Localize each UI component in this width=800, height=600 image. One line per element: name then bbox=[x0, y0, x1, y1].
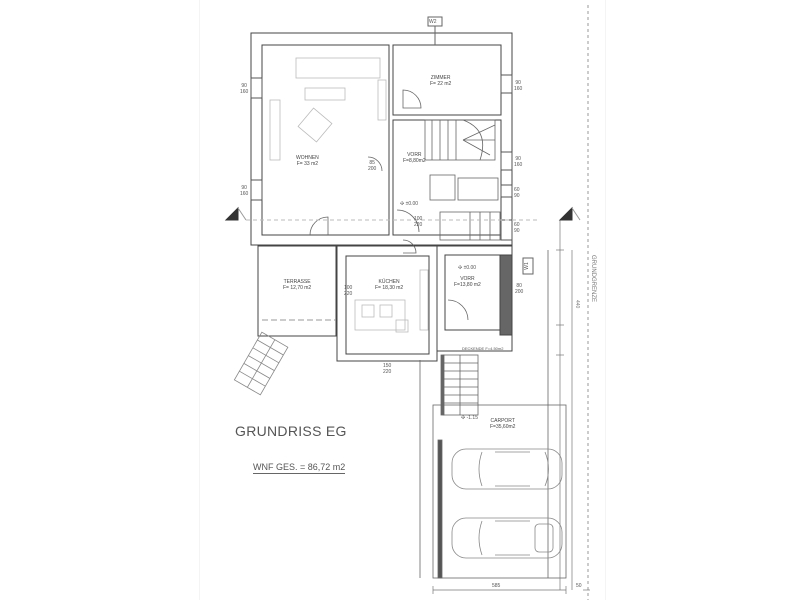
room-area: F=8,80m2 bbox=[403, 158, 426, 164]
room-zimmer: ZIMMER F= 22 m2 bbox=[430, 75, 451, 87]
room-name: CARPORT bbox=[490, 418, 515, 424]
level-marker-main: ✣ ±0.00 bbox=[400, 201, 419, 207]
plan-title: GRUNDRISS EG bbox=[235, 423, 347, 439]
wohnen-furniture bbox=[269, 57, 387, 161]
room-name: KÜCHEN bbox=[378, 279, 400, 285]
room-wohnen: WOHNEN F= 33 m2 bbox=[296, 155, 319, 167]
level-marker-carport: ✣ -1.15 bbox=[461, 415, 478, 421]
main-staircase bbox=[424, 119, 496, 161]
room-name: WOHNEN bbox=[296, 155, 319, 161]
w1-tag-box bbox=[522, 257, 534, 275]
kitchen-furniture bbox=[354, 269, 429, 333]
door-swings bbox=[309, 89, 469, 321]
property-line-label: GRUNDGRENZE bbox=[590, 255, 596, 303]
room-area: F=13,80 m2 bbox=[454, 282, 481, 288]
terrace-steps bbox=[233, 331, 289, 396]
room-vorr-upper: VORR F=8,80m2 bbox=[403, 152, 426, 164]
w1-tag: W1 bbox=[523, 262, 530, 270]
room-name: TERRASSE bbox=[283, 279, 311, 285]
room-carport: CARPORT F=35,60m2 bbox=[490, 418, 515, 430]
room-name: ZIMMER bbox=[430, 75, 451, 81]
dim-carport-width: 585 bbox=[492, 583, 501, 589]
room-terrasse: TERRASSE F= 12,70 m2 bbox=[283, 279, 311, 291]
bathroom-area bbox=[429, 174, 501, 241]
w2-tag: W2 bbox=[429, 19, 437, 25]
room-vorr-lower: VORR F=13,80 m2 bbox=[454, 276, 481, 288]
section-markers bbox=[224, 206, 581, 221]
room-area: F= 18,30 m2 bbox=[375, 285, 404, 291]
dim-right-offset: 50 bbox=[576, 583, 582, 589]
room-name: VORR bbox=[407, 152, 422, 158]
exterior-stair bbox=[440, 354, 479, 416]
room-name: VORR bbox=[460, 276, 475, 282]
total-area: WNF GES. = 86,72 m2 bbox=[253, 462, 346, 474]
dim-vertical-total: 440 bbox=[574, 300, 580, 309]
house-walls bbox=[250, 16, 513, 246]
dimension-lines bbox=[432, 220, 590, 594]
lower-walls bbox=[257, 245, 513, 362]
room-area: F= 22 m2 bbox=[430, 81, 452, 87]
car-1 bbox=[451, 448, 563, 490]
stair-note: DECKENDE F=4.50m2 bbox=[462, 346, 504, 351]
room-area: F=35,60m2 bbox=[490, 424, 516, 430]
room-kuechen: KÜCHEN F= 18,30 m2 bbox=[375, 279, 403, 291]
car-2 bbox=[451, 517, 563, 559]
window-openings bbox=[250, 74, 513, 241]
carport-outline bbox=[419, 250, 567, 579]
level-marker-vorr: ✣ ±0.00 bbox=[458, 265, 477, 271]
room-area: F= 12,70 m2 bbox=[283, 285, 312, 291]
room-area: F= 33 m2 bbox=[296, 161, 319, 167]
